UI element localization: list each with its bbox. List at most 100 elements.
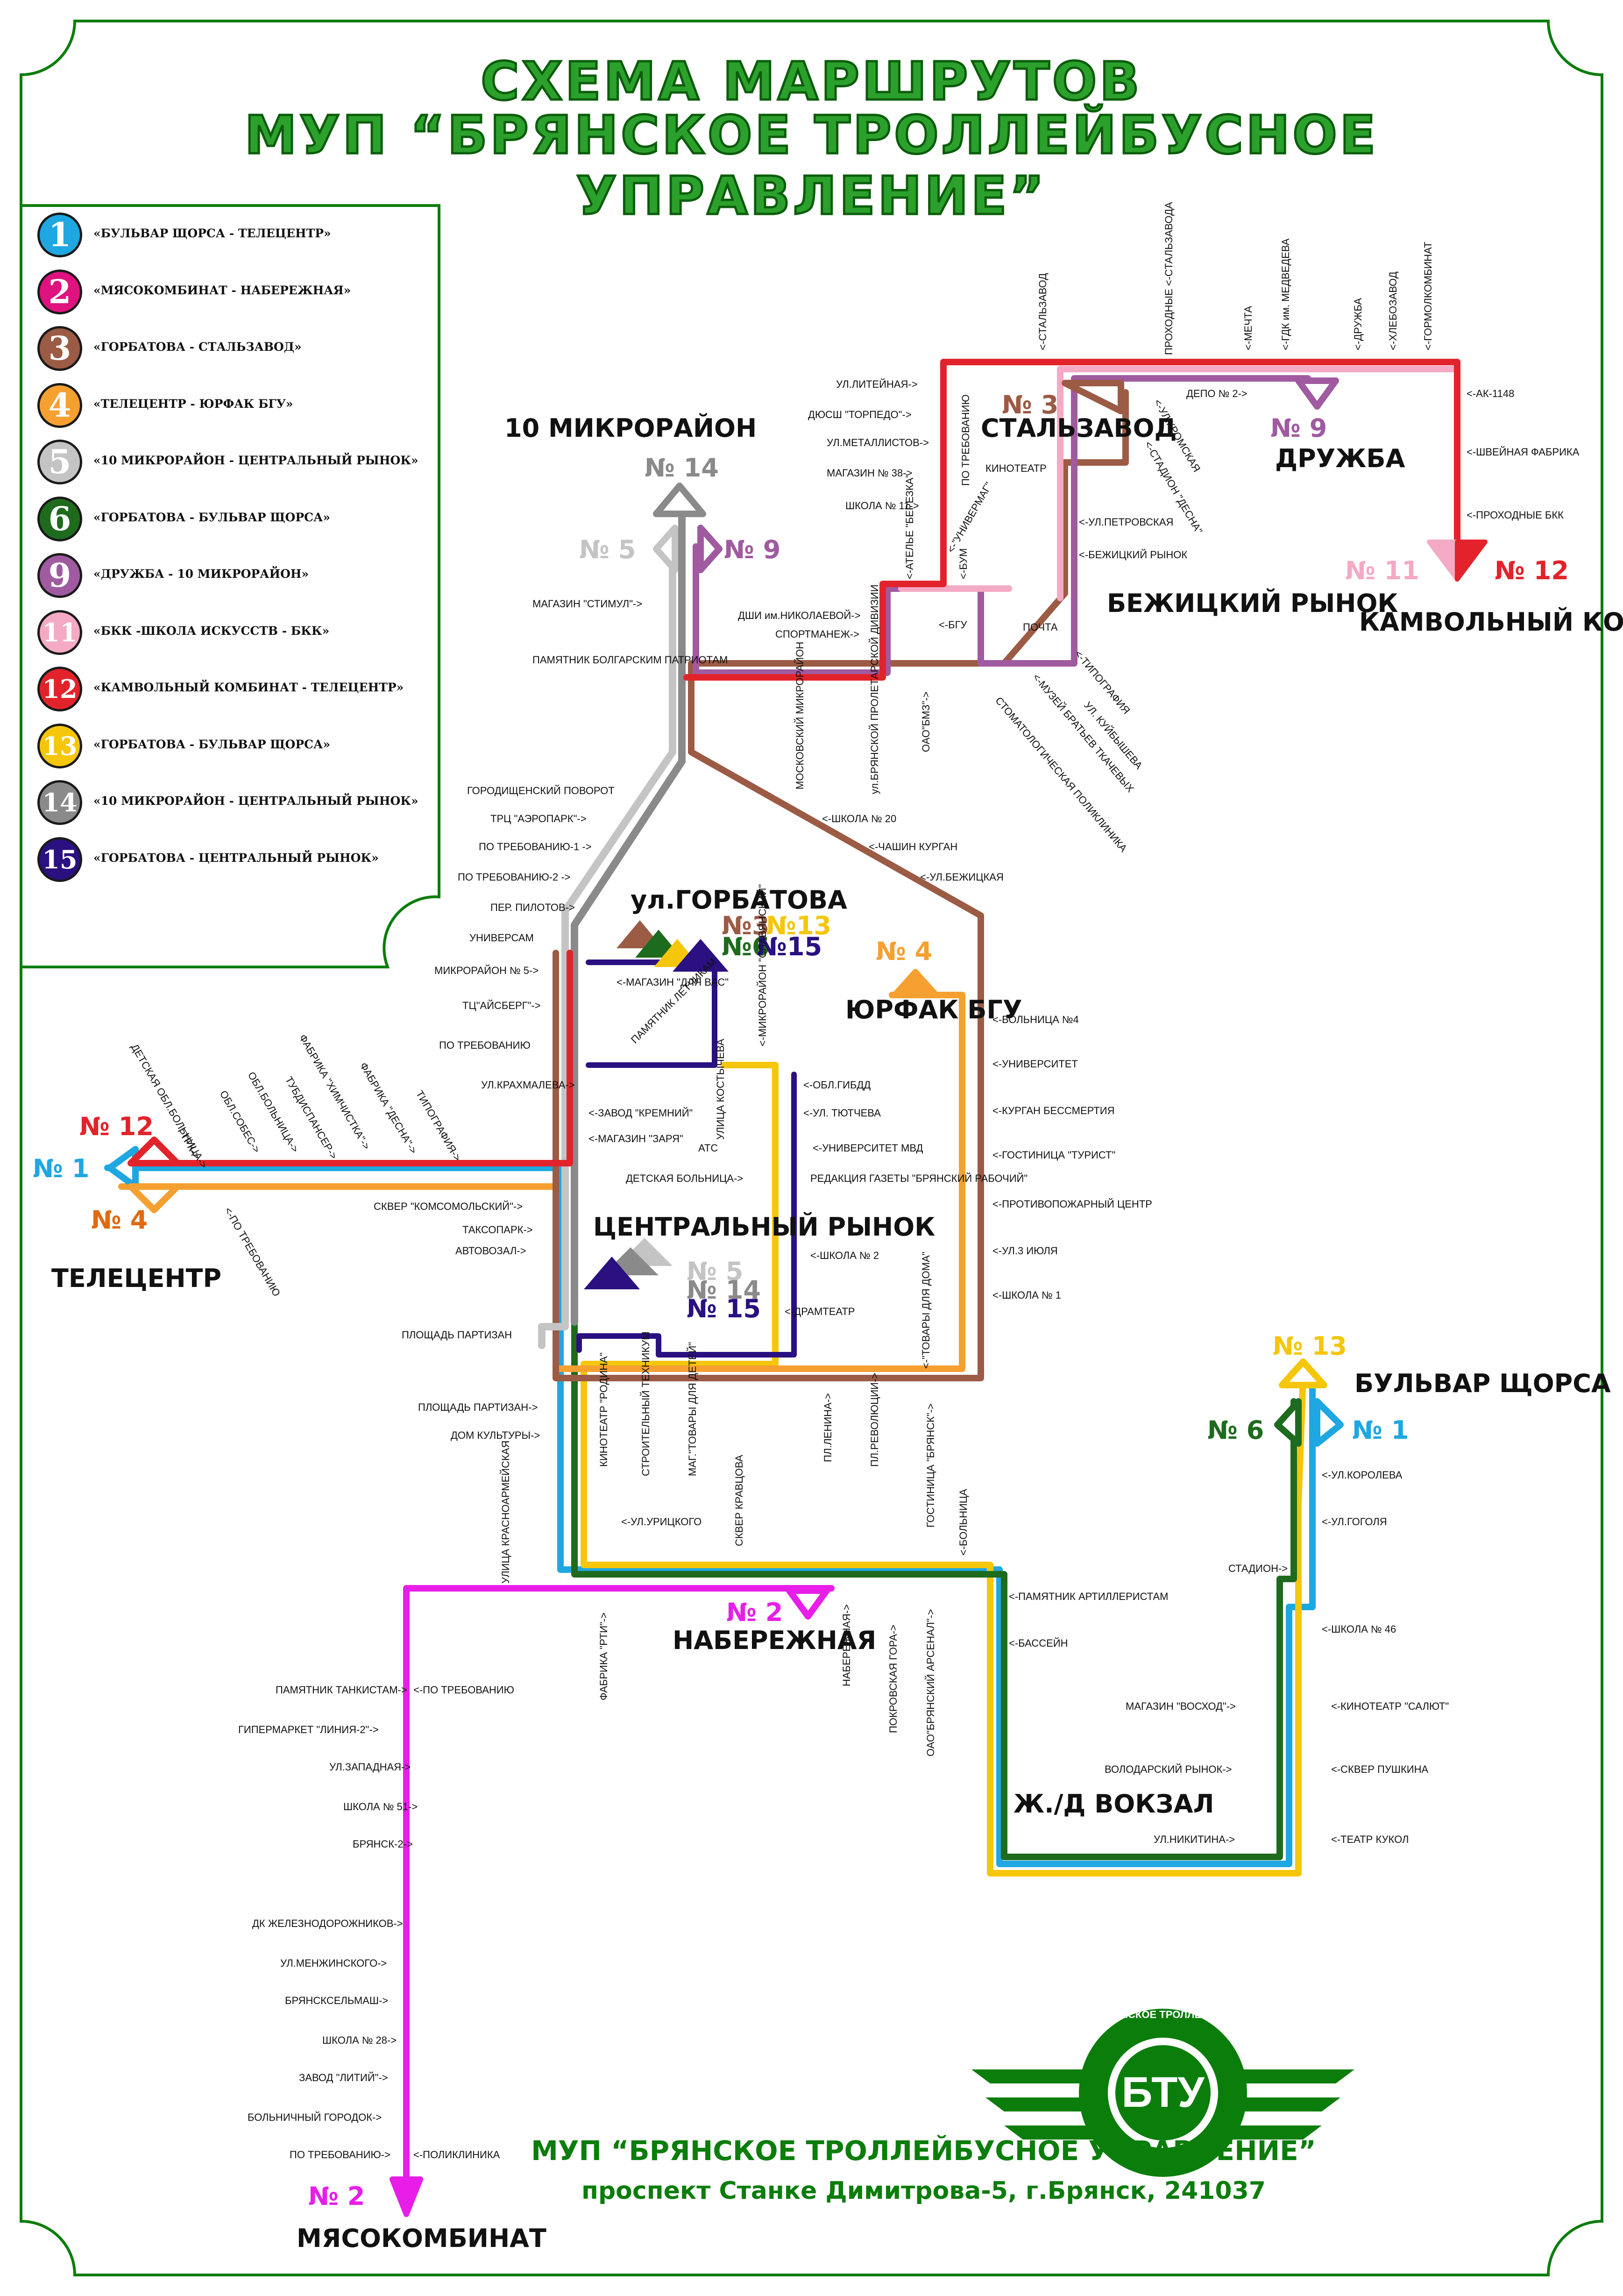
route-badge-9: 9 [37, 553, 82, 598]
terminal-label-druzhba[interactable]: ДРУЖБА [1275, 444, 1405, 473]
route-15-line[interactable] [576, 960, 797, 1358]
stop-label: <-ХЛЕБОЗАВОД [1387, 271, 1399, 350]
stop-label: СТОМАТОЛОГИЧЕСКАЯ ПОЛИКЛИНИКА [993, 695, 1129, 854]
tag-c14: № 14 [687, 1275, 761, 1305]
terminal-label-telecentr[interactable]: ТЕЛЕЦЕНТР [51, 1264, 221, 1293]
legend-row-9[interactable]: 9 «ДРУЖБА - 10 МИКРОРАЙОН» [33, 553, 444, 600]
terminal-label-mikro10[interactable]: 10 МИКРОРАЙОН [504, 413, 757, 443]
stop-label: <-ПО ТРЕБОВАНИЮ [222, 1205, 283, 1298]
stop-label: <-ГОСТИНИЦА "ТУРИСТ" [992, 1149, 1115, 1161]
route-badge-14: 14 [37, 780, 82, 825]
legend-row-12[interactable]: 12«КАМВОЛЬНЫЙ КОМБИНАТ - ТЕЛЕЦЕНТР» [33, 667, 444, 713]
terminal-label-bulvar[interactable]: БУЛЬВАР ЩОРСА [1354, 1369, 1611, 1398]
terminal-13-marker[interactable] [1279, 1358, 1327, 1388]
stop-label: БРЯНСК-2-> [353, 1838, 413, 1850]
route-badge-2: 2 [37, 269, 82, 314]
legend-label: «ДРУЖБА - 10 МИКРОРАЙОН» [93, 567, 309, 581]
route-badge-3: 3 [37, 326, 82, 371]
route-6-line[interactable] [571, 954, 1297, 1860]
gorbatova-marker-15 [673, 939, 729, 972]
stop-label: ул.БРЯНСКОЙ ПРОЛЕТАРСКОЙ ДИВИЗИИ [869, 584, 880, 794]
stop-label: ПРОХОДНЫЕ <-СТАЛЬЗАВОДА [1163, 202, 1175, 355]
legend-row-6[interactable]: 6«ГОРБАТОВА - БУЛЬВАР ЩОРСА» [33, 496, 444, 543]
tag-9b: № 9 [1270, 413, 1327, 443]
stop-label: ГТРК-> [176, 1126, 203, 1161]
terminal-12-kamvol-marker[interactable] [1455, 540, 1488, 582]
stop-label: <-ГОРМОЛКОМБИНАТ [1422, 242, 1434, 350]
legend-row-3[interactable]: 3 «ГОРБАТОВА - СТАЛЬЗАВОД» [33, 326, 444, 373]
legend-label: «ГОРБАТОВА - СТАЛЬЗАВОД» [93, 340, 302, 354]
stop-label: ПО ТРЕБОВАНИЮ [960, 394, 971, 486]
stop-label: <-МЕЧТА [1242, 306, 1254, 350]
stop-label: НАБЕРЕЖНАЯ-> [841, 1604, 852, 1686]
route-badge-4: 4 [37, 383, 82, 428]
stop-label: РЕДАКЦИЯ ГАЗЕТЫ "БРЯНСКИЙ РАБОЧИЙ" [810, 1173, 1028, 1184]
tag-g13: №13 [766, 911, 831, 940]
route-badge-6: 6 [37, 496, 82, 541]
stop-label: ТЦ"АЙСБЕРГ"-> [462, 1000, 541, 1011]
terminal-label-centrrynok[interactable]: ЦЕНТРАЛЬНЫЙ РЫНОК [593, 1212, 935, 1242]
tag-1-bulvar: № 1 [1352, 1415, 1409, 1445]
route-2-line[interactable] [403, 1585, 835, 2199]
terminal-5-marker[interactable] [653, 525, 678, 573]
stop-label: ГОСТИНИЦА "БРЯНСК"-> [925, 1403, 936, 1528]
terminal-9-marker[interactable] [697, 525, 723, 573]
stop-label: <-УНИВЕРСИТЕТ МВД [813, 1142, 923, 1154]
route-5-line[interactable] [538, 538, 676, 1349]
legend-row-4[interactable]: 4«ТЕЛЕЦЕНТР - ЮРФАК БГУ» [33, 383, 444, 430]
stop-label: УНИВЕРСАМ [469, 932, 534, 944]
terminal-14-marker[interactable] [653, 483, 706, 517]
stop-label: ДЕТСКАЯ БОЛЬНИЦА-> [626, 1173, 743, 1184]
stop-label: УЛ.МЕНЖИНСКОГО-> [280, 1957, 387, 1969]
terminal-4-yurfak-marker[interactable] [892, 969, 939, 998]
tag-9: № 9 [724, 535, 780, 564]
stop-label: СКВЕР КРАВЦОВА [733, 1455, 745, 1546]
stop-label: ПОЧТА [1023, 621, 1058, 633]
terminal-3-marker[interactable] [1062, 380, 1124, 414]
terminal-label-naberezh[interactable]: НАБЕРЕЖНАЯ [673, 1626, 876, 1655]
route-3-line[interactable] [553, 389, 1129, 1381]
terminal-label-gorbatova[interactable]: ул.ГОРБАТОВА [631, 885, 847, 915]
route-1-line[interactable] [104, 1165, 1316, 1867]
legend-row-11[interactable]: 11«БКК -ШКОЛА ИСКУССТВ - БКК» [33, 610, 444, 657]
stop-label: УЛ.ЗАПАДНАЯ-> [329, 1761, 411, 1773]
legend-row-2[interactable]: 2«МЯСОКОМБИНАТ - НАБЕРЕЖНАЯ» [33, 269, 444, 316]
legend-row-13[interactable]: 13«ГОРБАТОВА - БУЛЬВАР ЩОРСА» [33, 723, 444, 770]
route-13-line[interactable] [581, 1062, 1306, 1877]
stop-label: МАГАЗИН "СТИМУЛ"-> [532, 598, 642, 610]
terminal-11-marker[interactable] [1427, 540, 1460, 582]
route-4-line[interactable] [118, 992, 965, 1372]
legend-row-5[interactable]: 5«10 МИКРОРАЙОН - ЦЕНТРАЛЬНЫЙ РЫНОК» [33, 440, 444, 486]
stop-label: ПЛОЩАДЬ ПАРТИЗАН-> [418, 1401, 538, 1413]
terminal-1b-marker[interactable] [1314, 1398, 1344, 1447]
stop-label: <-ШКОЛА № 46 [1322, 1623, 1396, 1635]
stop-label: МИКРОРАЙОН № 5-> [434, 965, 539, 976]
stop-label: <-УЛ. ТЮТЧЕВА [803, 1107, 881, 1119]
legend-row-14[interactable]: 14«10 МИКРОРАЙОН - ЦЕНТРАЛЬНЫЙ РЫНОК» [33, 780, 444, 827]
legend-row-1[interactable]: 1«БУЛЬВАР ЩОРСА - ТЕЛЕЦЕНТР» [33, 213, 444, 259]
terminal-6-marker[interactable] [1274, 1398, 1302, 1447]
terminal-label-zhdvokzal[interactable]: Ж./Д ВОКЗАЛ [1013, 1789, 1214, 1819]
terminal-label-kamvol[interactable]: КАМВОЛЬНЫЙ КОМБИНАТ [1359, 607, 1623, 637]
stop-label: <-КИНОТЕАТР "САЛЮТ" [1331, 1700, 1449, 1712]
terminal-2m-marker[interactable] [390, 2176, 423, 2217]
terminal-12-tele-marker[interactable] [128, 1137, 181, 1166]
route-14-line[interactable] [571, 496, 686, 1326]
terminal-9b-marker[interactable] [1295, 377, 1339, 410]
stop-label: <-МУЗЕЙ БРАТЬЕВ ТКАЧЕВЫХ [1030, 671, 1136, 795]
terminal-label-myaso[interactable]: МЯСОКОМБИНАТ [297, 2224, 546, 2253]
route-12-line[interactable] [151, 359, 1460, 1166]
terminal-label-stalzavod[interactable]: СТАЛЬЗАВОД [981, 413, 1177, 443]
terminal-1-marker[interactable] [106, 1146, 139, 1190]
stop-label: ПЛ.ЛЕНИНА-> [822, 1393, 834, 1462]
stop-label: ШКОЛА № 51-> [343, 1801, 418, 1813]
route-badge-1: 1 [37, 213, 82, 257]
legend-row-15[interactable]: 15«ГОРБАТОВА - ЦЕНТРАЛЬНЫЙ РЫНОК» [33, 837, 444, 884]
stop-label: БОЛЬНИЧНЫЙ ГОРОДОК-> [248, 2111, 382, 2123]
terminal-4-tele-marker[interactable] [128, 1183, 181, 1213]
terminal-label-yurfak[interactable]: ЮРФАК БГУ [845, 995, 1022, 1024]
terminal-2-marker[interactable] [786, 1587, 830, 1620]
terminal-label-bezhrynok[interactable]: БЕЖИЦКИЙ РЫНОК [1107, 589, 1398, 618]
stop-label: ПАМЯТНИК ЛЕТЧИКАМ [629, 956, 719, 1046]
